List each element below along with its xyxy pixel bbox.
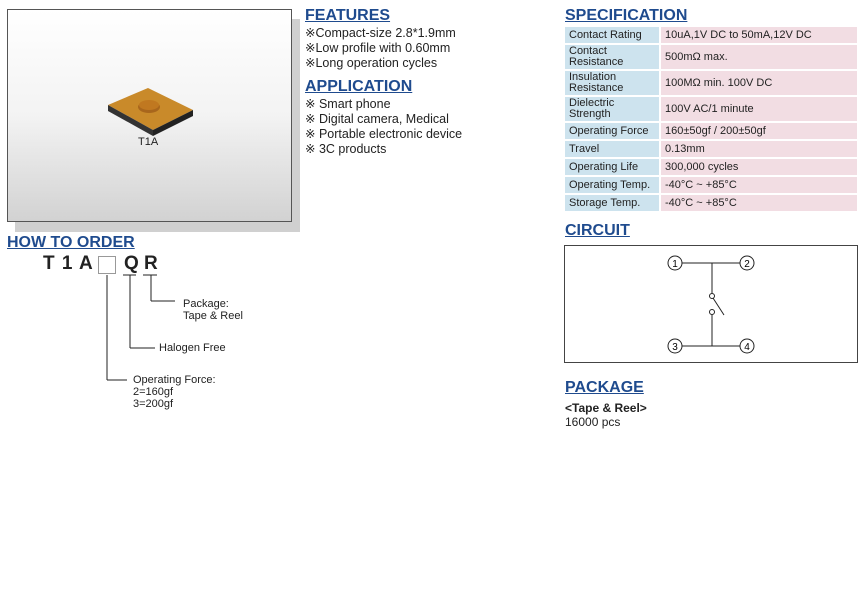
order-force: Operating Force: 2=160gf 3=200gf	[133, 374, 216, 410]
code-char: 1	[61, 253, 74, 274]
application-item: ※ 3C products	[305, 142, 387, 156]
feature-item: ※Low profile with 0.60mm	[305, 41, 451, 55]
spec-label: Operating Force	[565, 123, 659, 139]
code-char: R	[144, 253, 158, 274]
order-halogen: Halogen Free	[159, 342, 226, 354]
pin-1: 1	[672, 259, 678, 270]
product-photo: T1A	[7, 9, 292, 222]
feature-item: ※Long operation cycles	[305, 56, 438, 70]
code-char: A	[79, 253, 94, 274]
spec-value: 0.13mm	[661, 141, 857, 157]
application-list: ※ Smart phone ※ Digital camera, Medical …	[305, 97, 462, 157]
spec-value: -40°C ~ +85°C	[661, 195, 857, 211]
spec-label: Operating Life	[565, 159, 659, 175]
spec-row: Operating Temp.-40°C ~ +85°C	[565, 177, 857, 193]
specification-title: SPECIFICATION	[565, 7, 688, 24]
spec-value: 10uA,1V DC to 50mA,12V DC	[661, 27, 857, 43]
spec-label: Operating Temp.	[565, 177, 659, 193]
spec-row: Storage Temp.-40°C ~ +85°C	[565, 195, 857, 211]
spec-label: Travel	[565, 141, 659, 157]
spec-label: Contact Rating	[565, 27, 659, 43]
order-force-label: Operating Force:	[133, 374, 216, 386]
application-item: ※ Smart phone	[305, 97, 391, 111]
circuit-diagram: 1 2 3 4	[564, 245, 858, 363]
application-title: APPLICATION	[305, 78, 413, 95]
order-package-value: Tape & Reel	[183, 310, 243, 322]
order-package: Package: Tape & Reel	[183, 298, 243, 322]
spec-label: Dielectric Strength	[565, 97, 659, 121]
application-item: ※ Digital camera, Medical	[305, 112, 449, 126]
spec-value: 100MΩ min. 100V DC	[661, 71, 857, 95]
code-char: T	[43, 253, 56, 274]
order-code: T 1 A	[43, 253, 94, 275]
features-title: FEATURES	[305, 7, 391, 24]
pin-3: 3	[672, 342, 678, 353]
product-caption: T1A	[138, 136, 159, 148]
order-diagram-lines	[98, 256, 175, 381]
how-to-order-title: HOW TO ORDER	[7, 234, 135, 251]
feature-item: ※Compact-size 2.8*1.9mm	[305, 26, 456, 40]
spec-label: Insulation Resistance	[565, 71, 659, 95]
code-char: Q	[124, 253, 139, 274]
spec-value: -40°C ~ +85°C	[661, 177, 857, 193]
pin-4: 4	[744, 342, 750, 353]
order-package-label: Package:	[183, 298, 229, 310]
spec-value: 300,000 cycles	[661, 159, 857, 175]
package-title: PACKAGE	[565, 379, 644, 396]
application-item: ※ Portable electronic device	[305, 127, 463, 141]
pin-2: 2	[744, 259, 750, 270]
order-force-option: 2=160gf	[133, 386, 174, 398]
spec-label: Storage Temp.	[565, 195, 659, 211]
switch-image	[108, 88, 193, 136]
package-qty: 16000 pcs	[565, 415, 621, 429]
spec-value: 100V AC/1 minute	[661, 97, 857, 121]
package-type: <Tape & Reel>	[565, 401, 647, 415]
order-force-option: 3=200gf	[133, 398, 174, 410]
features-list: ※Compact-size 2.8*1.9mm ※Low profile wit…	[305, 26, 456, 71]
spec-label: Contact Resistance	[565, 45, 659, 69]
spec-value: 160±50gf / 200±50gf	[661, 123, 857, 139]
spec-value: 500mΩ max.	[661, 45, 857, 69]
circuit-title: CIRCUIT	[565, 222, 630, 239]
